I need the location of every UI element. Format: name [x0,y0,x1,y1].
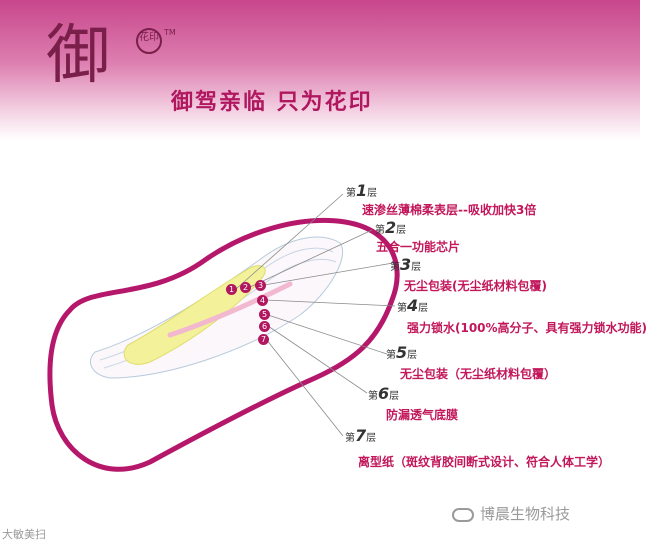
layer-desc-7: 离型纸（斑纹背胶间断式设计、符合人体工学） [358,455,611,469]
product-outline [47,217,400,472]
layer-desc-4: 强力锁水(100%高分子、具有强力锁水功能) [407,321,647,335]
wechat-icon [452,507,474,522]
layer-prefix: 第 [386,350,396,361]
layer-desc-6: 防漏透气底膜 [386,408,459,422]
leader-line-4 [265,299,396,307]
layer-badge: 5 [259,309,270,320]
layer-label-7: 第7层 [345,426,376,445]
layer-suffix: 层 [407,350,418,361]
layer-badge: 4 [257,295,268,306]
leader-line-6 [267,325,368,394]
leader-line-5 [267,314,388,355]
watermark-left: 大敏美扫 [2,528,46,541]
leader-line-1 [235,193,344,290]
watermark-right-text: 博晨生物科技 [480,505,571,523]
layer-number: 7 [355,426,367,445]
layer-desc-1: 速渗丝薄棉柔表层--吸收加快3倍 [362,203,537,217]
brand-seal: 花印 [136,28,162,54]
layer-suffix: 层 [396,225,407,236]
layer-desc-5: 无尘包装（无尘纸材料包覆） [400,367,557,381]
layer-badge: 2 [240,282,251,293]
layer-number: 5 [396,343,408,362]
layer-suffix: 层 [411,262,422,273]
layer-suffix: 层 [367,188,378,199]
layer-label-1: 第1层 [346,181,377,200]
leader-line-7 [265,338,344,437]
leader-line-2 [249,229,373,288]
layer-number: 4 [407,296,419,315]
layer-label-5: 第5层 [386,343,417,362]
layer-badge: 3 [255,280,266,291]
layer-prefix: 第 [375,225,385,236]
layer-prefix: 第 [345,433,355,444]
brand-slogan: 御驾亲临 只为花印 [171,90,373,115]
leader-line-3 [263,262,394,286]
layer-badge: 7 [258,334,269,345]
watermark-right: 博晨生物科技 [452,503,570,524]
layer-suffix: 层 [418,303,429,314]
layer-label-2: 第2层 [375,218,406,237]
layer-prefix: 第 [346,188,356,199]
layer-number: 2 [385,218,397,237]
layer-label-3: 第3层 [390,255,421,274]
layer-number: 1 [356,181,368,200]
layer-number: 6 [378,384,390,403]
layer-prefix: 第 [390,262,400,273]
layer-suffix: 层 [389,391,400,402]
layer-label-4: 第4层 [397,296,428,315]
layer-number: 3 [400,255,412,274]
header-banner [0,0,640,140]
layer-desc-3: 无尘包装(无尘纸材料包覆) [404,279,547,293]
layer-desc-2: 五合一功能芯片 [376,240,461,254]
layer-badge: 6 [259,321,270,332]
adhesive-strip [167,281,293,338]
layer-prefix: 第 [397,303,407,314]
layer-badge: 1 [226,284,237,295]
trademark-mark: TM [164,28,176,37]
layer-label-6: 第6层 [368,384,399,403]
layer-suffix: 层 [366,433,377,444]
brand-logo: 御 [46,19,110,93]
layer-prefix: 第 [368,391,378,402]
